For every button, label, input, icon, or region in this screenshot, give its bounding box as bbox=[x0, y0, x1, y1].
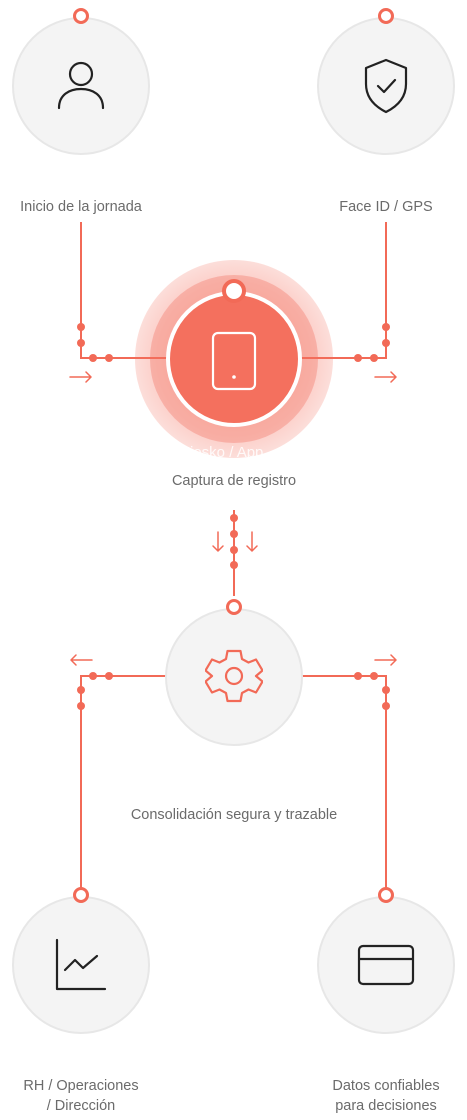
card-icon bbox=[357, 944, 415, 986]
node-capture-overlay-label: Kiosko / App bbox=[180, 444, 264, 461]
junction-dot bbox=[230, 561, 238, 569]
wire-consolidate-to-data bbox=[302, 675, 387, 888]
node-data-label: Datos confiables para decisiones bbox=[332, 1078, 440, 1114]
junction-dot bbox=[382, 339, 390, 347]
junction-dot bbox=[382, 702, 390, 710]
user-icon bbox=[57, 61, 105, 110]
junction-dot bbox=[230, 546, 238, 554]
node-data-pin bbox=[378, 887, 394, 903]
junction-dot bbox=[89, 672, 97, 680]
junction-dot bbox=[354, 672, 362, 680]
node-hr-pin bbox=[73, 887, 89, 903]
node-start-pin bbox=[73, 8, 89, 24]
node-verify-label: Face ID / GPS bbox=[339, 199, 433, 215]
junction-dot bbox=[105, 672, 113, 680]
arrow-right-icon bbox=[374, 654, 397, 666]
tablet-icon bbox=[211, 331, 257, 391]
junction-dot bbox=[77, 686, 85, 694]
junction-dot bbox=[354, 354, 362, 362]
arrow-right-icon bbox=[69, 371, 92, 383]
junction-dot bbox=[230, 514, 238, 522]
node-data bbox=[317, 896, 455, 1034]
junction-dot bbox=[370, 354, 378, 362]
node-hr-label: RH / Operaciones / Dirección bbox=[23, 1078, 139, 1114]
node-consolidate-pin bbox=[226, 599, 242, 615]
node-verify-pin bbox=[378, 8, 394, 24]
junction-dot bbox=[382, 686, 390, 694]
gear-icon bbox=[205, 649, 263, 703]
node-consolidate-label: Consolidación segura y trazable bbox=[130, 807, 338, 823]
junction-dot bbox=[77, 339, 85, 347]
junction-dot bbox=[77, 323, 85, 331]
arrow-left-icon bbox=[70, 654, 93, 666]
node-capture-pin bbox=[222, 279, 246, 303]
junction-dot bbox=[77, 702, 85, 710]
arrow-right-icon bbox=[374, 371, 397, 383]
junction-dot bbox=[230, 530, 238, 538]
arrow-down-icon bbox=[212, 531, 224, 552]
shield-check-icon bbox=[364, 58, 408, 114]
arrow-down-icon bbox=[246, 531, 258, 552]
junction-dot bbox=[382, 323, 390, 331]
node-start-label: Inicio de la jornada bbox=[20, 199, 142, 215]
junction-dot bbox=[370, 672, 378, 680]
node-verify bbox=[317, 17, 455, 155]
node-capture-label: Captura de registro bbox=[171, 473, 297, 489]
chart-line-icon bbox=[55, 938, 107, 991]
junction-dot bbox=[105, 354, 113, 362]
wire-consolidate-to-hr bbox=[80, 675, 166, 888]
junction-dot bbox=[89, 354, 97, 362]
